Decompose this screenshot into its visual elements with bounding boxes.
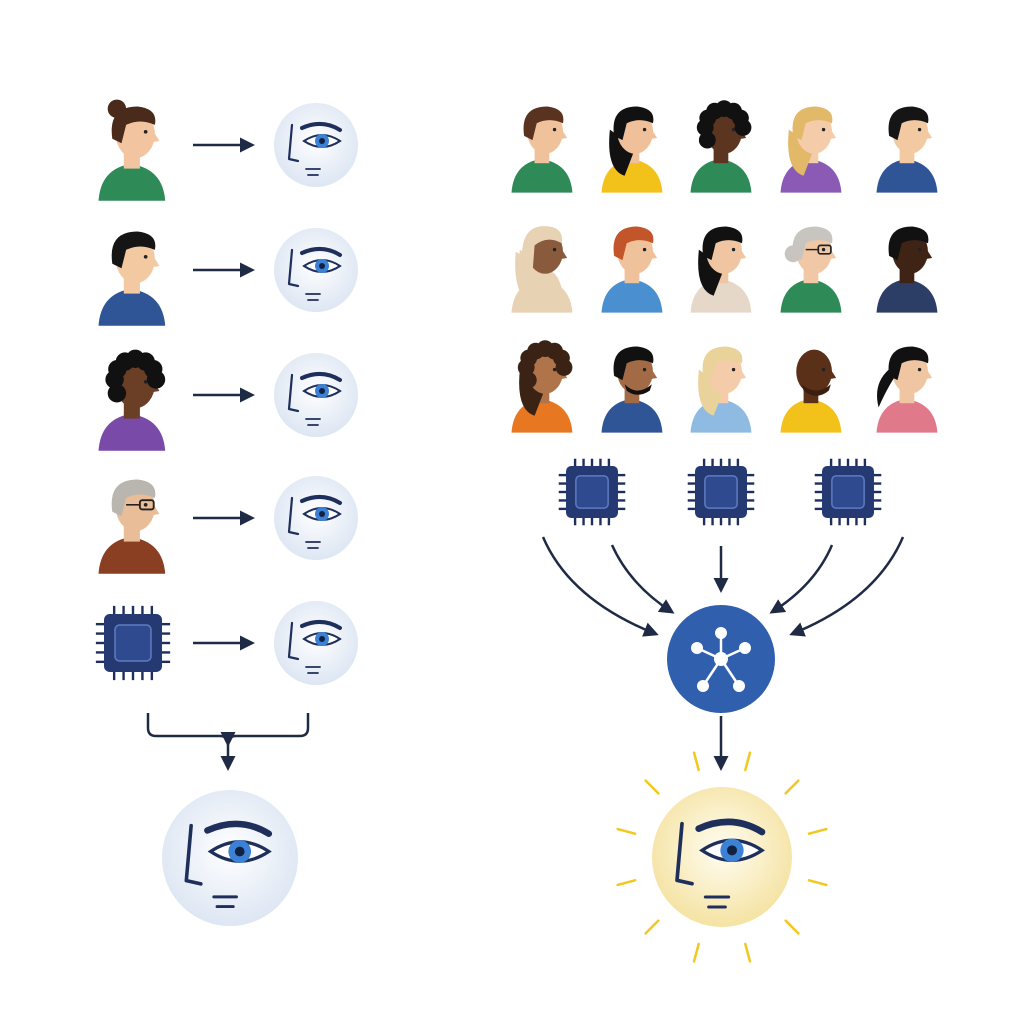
left-row xyxy=(98,476,358,574)
right-panel xyxy=(511,100,938,963)
left-panel xyxy=(95,99,358,926)
person-avatar xyxy=(780,226,842,313)
left-row xyxy=(98,349,358,451)
eye-face-icon xyxy=(274,103,358,187)
person-avatar xyxy=(876,226,938,313)
converge-arrow xyxy=(789,536,905,637)
result-eye-face-icon xyxy=(162,790,298,926)
person-avatar xyxy=(601,226,663,313)
person-avatar xyxy=(780,106,842,193)
converge-arrow xyxy=(769,544,834,614)
person-avatar xyxy=(601,346,663,433)
chip-icon xyxy=(95,605,171,681)
eye-face-icon xyxy=(274,353,358,437)
converge-arrow xyxy=(541,536,659,637)
chip-icon xyxy=(814,458,882,526)
person-avatar xyxy=(511,226,573,313)
person-avatar xyxy=(601,106,663,193)
chip-icon xyxy=(558,458,626,526)
chip-icon xyxy=(687,458,755,526)
person-avatar xyxy=(876,106,938,193)
person-avatar xyxy=(511,106,573,193)
person-avatar xyxy=(98,231,166,326)
person-avatar xyxy=(98,349,166,451)
merge-bracket-right xyxy=(226,713,310,745)
left-row xyxy=(98,228,358,326)
glow-rays xyxy=(616,751,828,963)
glowing-eye-face-icon xyxy=(652,787,792,927)
person-avatar xyxy=(690,226,752,313)
merge-bracket-left xyxy=(146,713,236,747)
person-avatar xyxy=(98,479,166,574)
eye-face-icon xyxy=(274,601,358,685)
network-hub-icon xyxy=(667,605,775,713)
left-row xyxy=(95,601,358,685)
eye-face-icon xyxy=(274,476,358,560)
person-avatar xyxy=(98,99,166,201)
left-row xyxy=(98,99,358,201)
person-avatar xyxy=(511,340,573,433)
person-avatar xyxy=(690,346,752,433)
person-avatar xyxy=(876,346,938,433)
person-avatar xyxy=(780,349,842,433)
person-avatar xyxy=(690,100,752,193)
eye-face-icon xyxy=(274,228,358,312)
converge-arrow xyxy=(610,544,675,614)
